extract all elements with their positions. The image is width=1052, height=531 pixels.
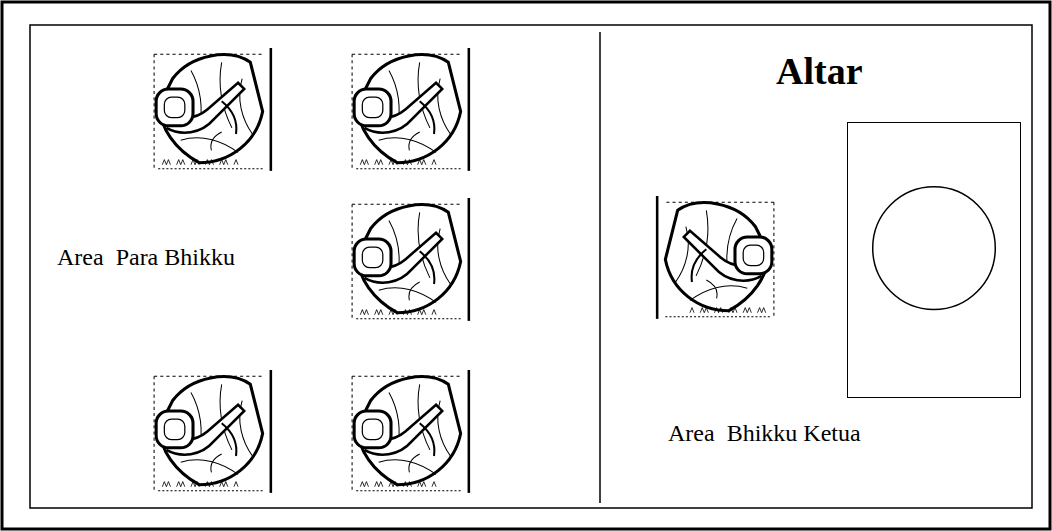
altar-circle [848,123,1020,397]
cushion-icon [352,370,469,493]
cushion-icon [352,48,469,171]
leader-cushion-icon [657,196,774,319]
cushion-icon [154,370,271,493]
cushion-icon [154,48,271,171]
altar-heading: Altar [776,49,863,93]
area-label: Area Para Bhikku [57,244,235,271]
altar-box: Altar [847,122,1021,398]
area-label: Area Bhikku Ketua [668,420,861,447]
cushion-icon [352,198,469,321]
